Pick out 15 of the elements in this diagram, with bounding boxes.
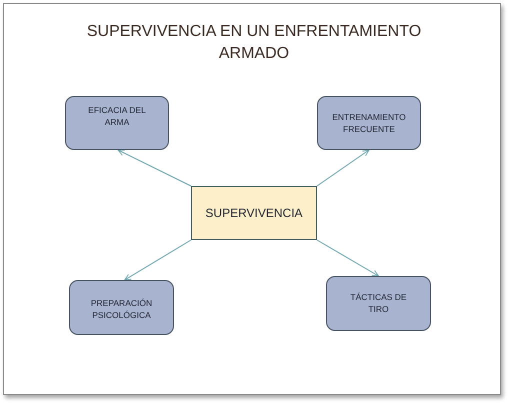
- concept-box: [317, 96, 421, 150]
- central-concept-box: [191, 186, 317, 240]
- concept-box: [326, 276, 431, 331]
- node-label: ENTRENAMIENTO FRECUENTE: [331, 111, 407, 135]
- title: SUPERVIVENCIA EN UN ENFRENTAMIENTO ARMADO: [86, 22, 422, 64]
- arrow: [316, 240, 379, 276]
- arrow: [124, 240, 192, 280]
- arrow: [118, 150, 192, 186]
- concept-box: [65, 96, 169, 150]
- node-label: TÁCTICAS DE TIRO: [349, 291, 408, 315]
- node-label: PREPARACIÓN PSICOLÓGICA: [90, 297, 154, 321]
- arrow: [316, 150, 370, 186]
- concept-box: [69, 280, 174, 335]
- node-label: EFICACIA DEL ARMA: [87, 104, 147, 128]
- node-label: SUPERVIVENCIA: [205, 206, 303, 220]
